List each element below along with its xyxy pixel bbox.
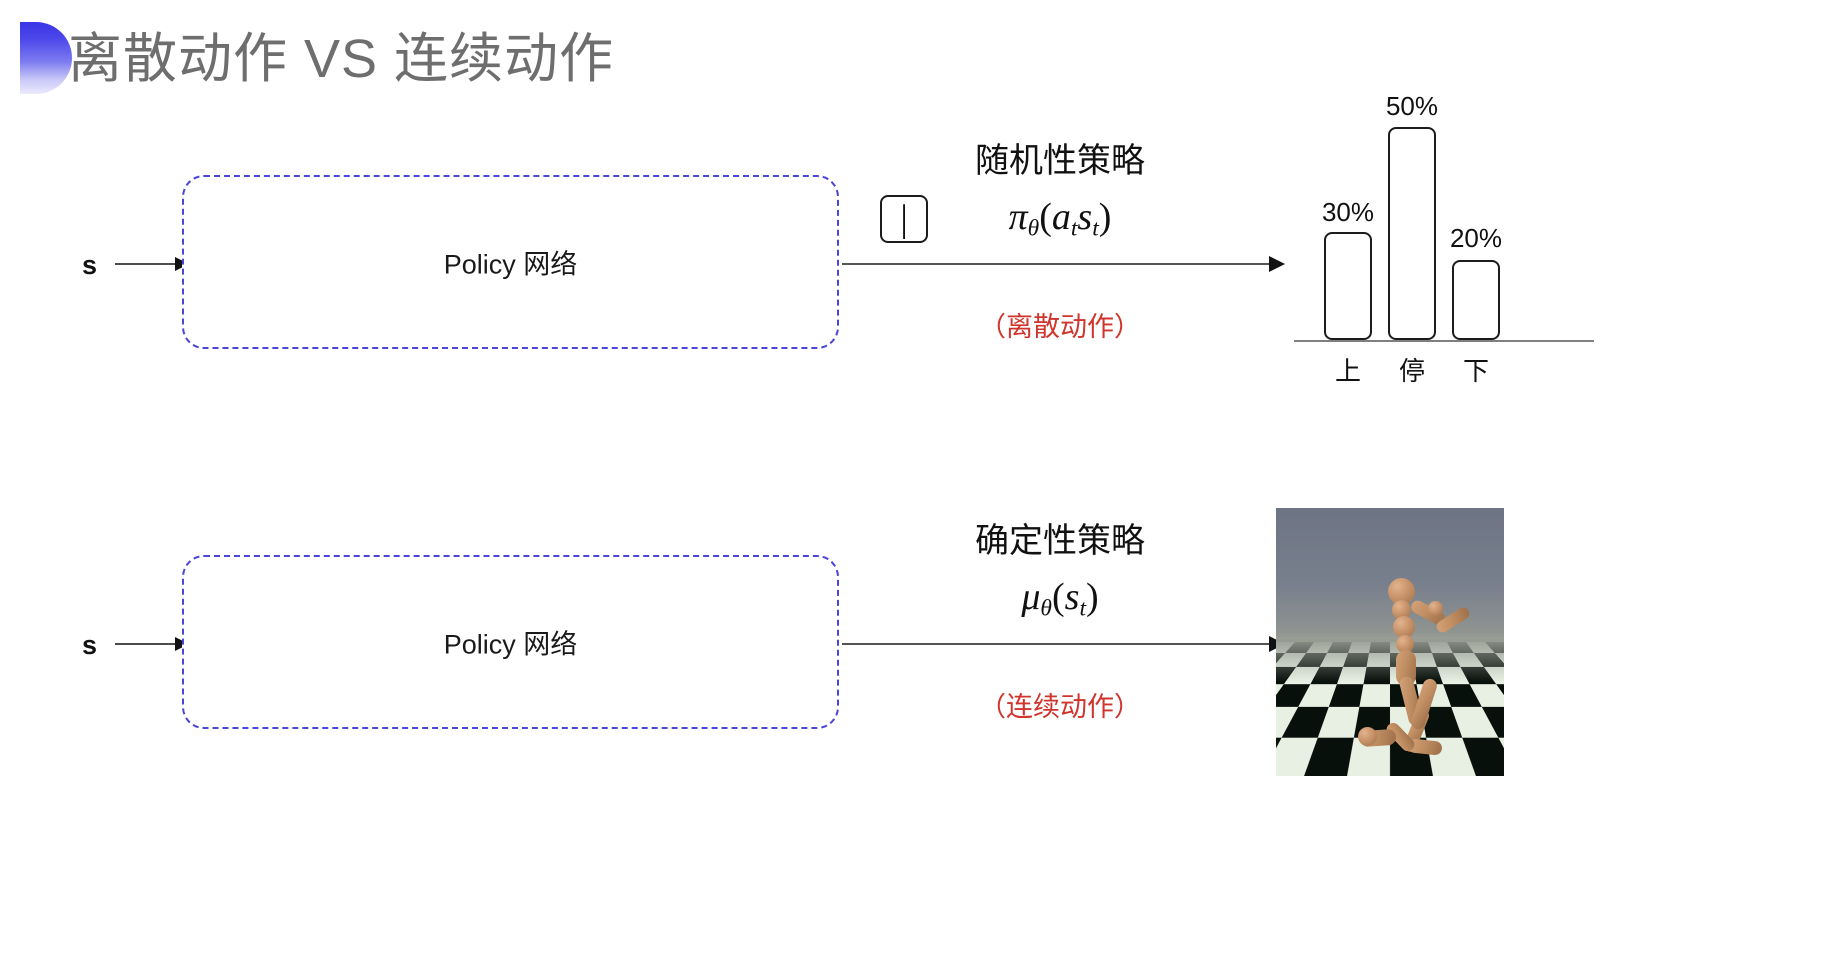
row-discrete: s Policy 网络 随机性策略 πθ(at|st) （离散动作） 30% 上…: [0, 0, 1846, 480]
bar-value-1: 50%: [1385, 91, 1439, 121]
input-arrow-bottom: [115, 637, 189, 651]
input-arrow-top: [115, 257, 189, 271]
deterministic-policy-formula: μθ(st): [880, 575, 1240, 623]
bar-category-1: 停: [1398, 356, 1426, 386]
formula-mu: μ: [1021, 576, 1041, 618]
formula-open-paren: (: [1039, 196, 1052, 238]
policy-network-label-top: Policy 网络: [443, 249, 578, 280]
policy-network-box-top[interactable]: Policy 网络: [182, 175, 839, 349]
formula-a: a: [1051, 196, 1071, 238]
humanoid-chest: [1393, 616, 1415, 638]
bar-2: [1452, 260, 1500, 340]
policy-network-box-bottom[interactable]: Policy 网络: [182, 555, 839, 729]
state-input-label-top: s: [82, 250, 98, 280]
render-sky: [1276, 508, 1504, 648]
humanoid-simulation-image: [1276, 508, 1504, 776]
humanoid-neck: [1392, 600, 1411, 620]
formula-a-sub: t: [1070, 215, 1078, 242]
formula-mu-theta: θ: [1040, 595, 1052, 622]
discrete-action-note: （离散动作）: [979, 312, 1141, 342]
chart-x-axis: [1294, 340, 1594, 342]
formula-mu-open-paren: (: [1052, 576, 1065, 618]
formula-mu-close-paren: ): [1086, 576, 1099, 618]
formula-bar: |: [880, 194, 928, 243]
formula-close-paren: ): [1098, 196, 1112, 238]
bar-1: [1388, 127, 1436, 340]
formula-theta: θ: [1027, 215, 1040, 242]
action-probability-bar-chart: 30% 上 50% 停 20% 下: [1294, 90, 1594, 400]
render-floor: [1276, 642, 1504, 776]
bar-category-0: 上: [1334, 356, 1362, 386]
bar-value-0: 30%: [1321, 197, 1375, 227]
continuous-action-note: （连续动作）: [979, 692, 1141, 722]
policy-network-label-bottom: Policy 网络: [443, 629, 578, 660]
stochastic-policy-heading: 随机性策略: [975, 142, 1145, 180]
formula-mu-s-sub: t: [1079, 595, 1086, 622]
output-arrow-top: [842, 256, 1285, 272]
bar-category-2: 下: [1462, 356, 1490, 386]
row-continuous: s Policy 网络 确定性策略 μθ(st) （连续动作）: [0, 480, 1846, 966]
output-arrow-bottom: [842, 636, 1285, 652]
formula-pi: π: [1008, 196, 1028, 238]
state-input-label-bottom: s: [82, 630, 98, 660]
stochastic-policy-formula: πθ(at | st): [880, 194, 1240, 243]
page-title: 离散动作 VS 连续动作: [68, 29, 615, 89]
bar-0: [1324, 232, 1372, 340]
humanoid-waist: [1396, 635, 1414, 653]
bar-value-2: 20%: [1449, 223, 1503, 253]
deterministic-policy-heading: 确定性策略: [975, 522, 1145, 560]
formula-mu-s: s: [1064, 576, 1080, 618]
humanoid-heel-back: [1358, 727, 1377, 746]
humanoid-hand: [1428, 601, 1443, 616]
formula-s-sub: t: [1092, 215, 1099, 242]
formula-s: s: [1077, 196, 1093, 238]
